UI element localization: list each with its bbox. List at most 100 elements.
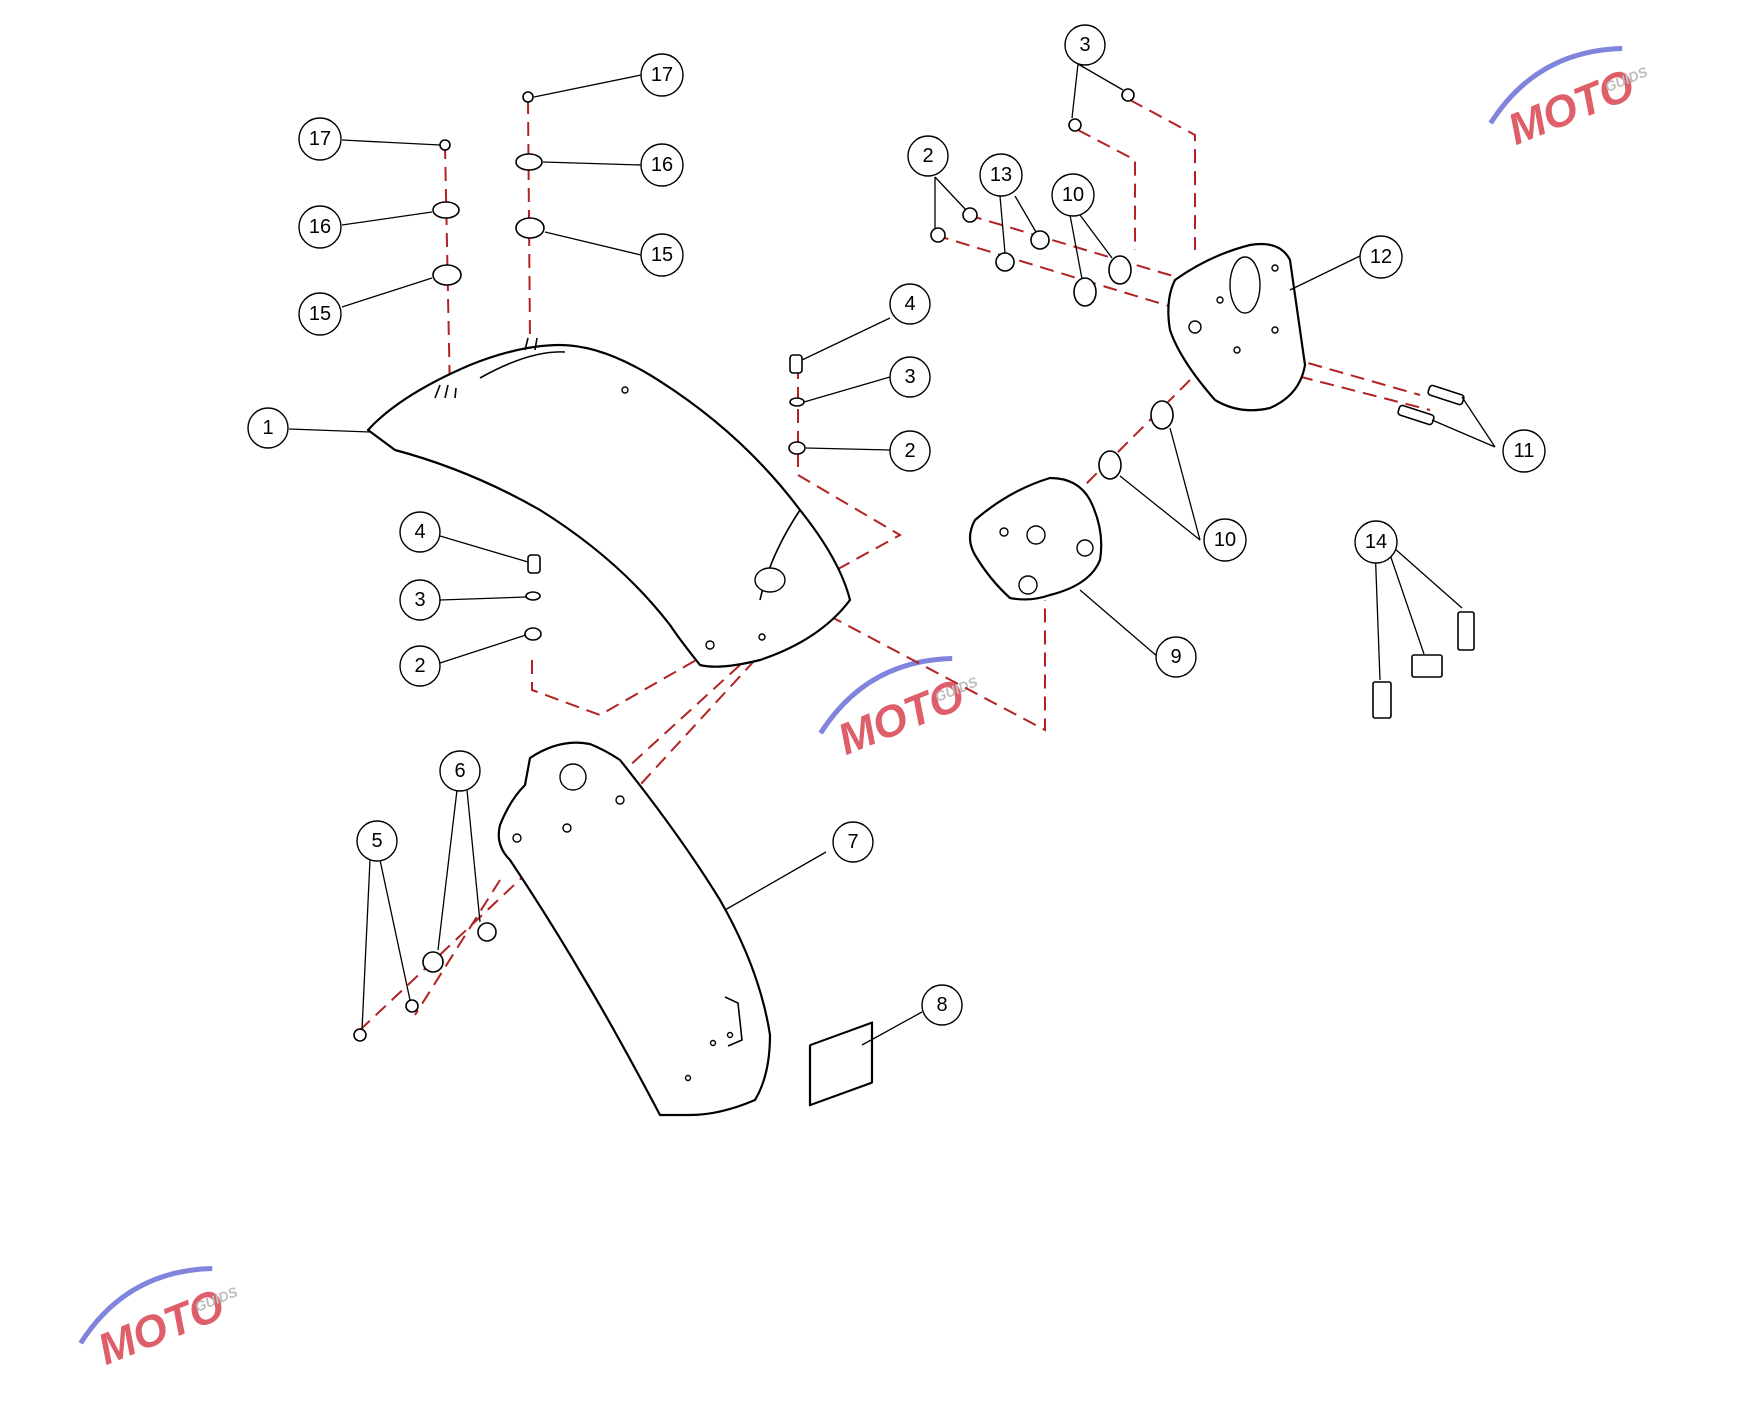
callout-10: 10	[1051, 173, 1095, 217]
screw-17	[522, 91, 534, 103]
bolt-4	[527, 554, 541, 574]
washer-3	[1068, 118, 1082, 132]
washer-16	[515, 153, 543, 171]
svg-text:9: 9	[1170, 646, 1181, 668]
watermark-swoosh	[78, 1265, 213, 1345]
svg-text:5: 5	[371, 830, 382, 852]
svg-text:2: 2	[904, 440, 915, 462]
nut-2	[788, 441, 806, 455]
svg-text:16: 16	[309, 216, 331, 238]
cover-plate	[968, 476, 1103, 601]
leader-lines	[288, 63, 1496, 1046]
callout-15: 15	[298, 292, 342, 336]
watermark-logo: MOTO GUIDS	[78, 1265, 240, 1375]
grommet-15	[515, 217, 545, 239]
bolt-11	[1397, 404, 1435, 426]
callout-9: 9	[1155, 636, 1197, 678]
svg-text:2: 2	[922, 145, 933, 167]
svg-text:11: 11	[1514, 440, 1535, 462]
grommet-10	[1108, 255, 1132, 285]
svg-text:12: 12	[1370, 246, 1392, 268]
grommet-15	[432, 264, 462, 286]
assembly-lines	[359, 99, 1431, 1031]
washer-3	[525, 591, 541, 601]
callout-14: 14	[1354, 520, 1398, 564]
washer-6	[422, 951, 444, 973]
svg-text:16: 16	[651, 154, 673, 176]
callout-17: 17	[640, 53, 684, 97]
svg-text:8: 8	[936, 994, 947, 1016]
connector-14	[1411, 654, 1443, 678]
screw-5	[405, 999, 419, 1013]
callout-7: 7	[832, 821, 874, 863]
svg-text:13: 13	[990, 164, 1012, 186]
callout-11: 11	[1502, 429, 1546, 473]
callout-17: 17	[298, 117, 342, 161]
svg-text:1: 1	[262, 417, 273, 439]
svg-text:6: 6	[454, 760, 465, 782]
callout-3: 3	[889, 356, 931, 398]
svg-text:4: 4	[414, 521, 425, 543]
svg-text:2: 2	[414, 655, 425, 677]
svg-text:17: 17	[309, 128, 331, 150]
nut-2	[962, 207, 978, 223]
spacer-13	[995, 252, 1015, 272]
callout-13: 13	[979, 153, 1023, 197]
screw-5	[353, 1028, 367, 1042]
front-mudguard	[366, 337, 852, 668]
bolt-4	[789, 354, 803, 374]
svg-text:10: 10	[1062, 184, 1084, 206]
rear-guard-panel	[497, 741, 772, 1117]
callout-2: 2	[889, 430, 931, 472]
sticker-label	[808, 1021, 874, 1107]
svg-text:3: 3	[414, 589, 425, 611]
callout-15: 15	[640, 233, 684, 277]
callout-3: 3	[399, 579, 441, 621]
connector-14	[1372, 681, 1392, 719]
callout-16: 16	[298, 205, 342, 249]
spacer-13	[1030, 230, 1050, 250]
connector-14	[1457, 611, 1475, 651]
callout-4: 4	[889, 283, 931, 325]
callout-8: 8	[921, 984, 963, 1026]
svg-text:10: 10	[1214, 529, 1236, 551]
panel-hole	[559, 763, 587, 791]
callout-2: 2	[907, 135, 949, 177]
watermark-logo: MOTO GUIDS	[818, 655, 980, 765]
bolt-11	[1427, 384, 1465, 406]
grommet-10	[1073, 277, 1097, 307]
watermark-swoosh	[1488, 45, 1623, 125]
svg-text:15: 15	[651, 244, 673, 266]
nut-2	[524, 627, 542, 641]
callout-1: 1	[247, 407, 289, 449]
washer-3	[789, 397, 805, 407]
grommet-10	[1098, 450, 1122, 480]
callout-16: 16	[640, 143, 684, 187]
svg-text:15: 15	[309, 303, 331, 325]
screw-17	[439, 139, 451, 151]
grommet-10	[1150, 400, 1174, 430]
svg-text:4: 4	[904, 293, 915, 315]
callout-12: 12	[1359, 235, 1403, 279]
mudguard-hole	[754, 567, 786, 593]
mounting-bracket	[1167, 242, 1307, 412]
hardware-fasteners	[353, 88, 1475, 1042]
watermark-swoosh	[818, 655, 953, 735]
svg-text:17: 17	[651, 64, 673, 86]
callout-6: 6	[439, 750, 481, 792]
svg-text:3: 3	[904, 366, 915, 388]
washer-16	[432, 201, 460, 219]
nut-2	[930, 227, 946, 243]
callout-4: 4	[399, 511, 441, 553]
svg-text:7: 7	[847, 831, 858, 853]
callouts: 1 4 3 2 4 3 2 17 16 15 17 16 15 3 2 13 1…	[247, 24, 1546, 1026]
callout-10: 10	[1203, 518, 1247, 562]
watermark-logo: MOTO GUIDS	[1488, 45, 1650, 155]
washer-6	[477, 922, 497, 942]
callout-2: 2	[399, 645, 441, 687]
washer-3	[1121, 88, 1135, 102]
svg-text:14: 14	[1365, 531, 1387, 553]
svg-text:3: 3	[1079, 34, 1090, 56]
callout-3: 3	[1064, 24, 1106, 66]
